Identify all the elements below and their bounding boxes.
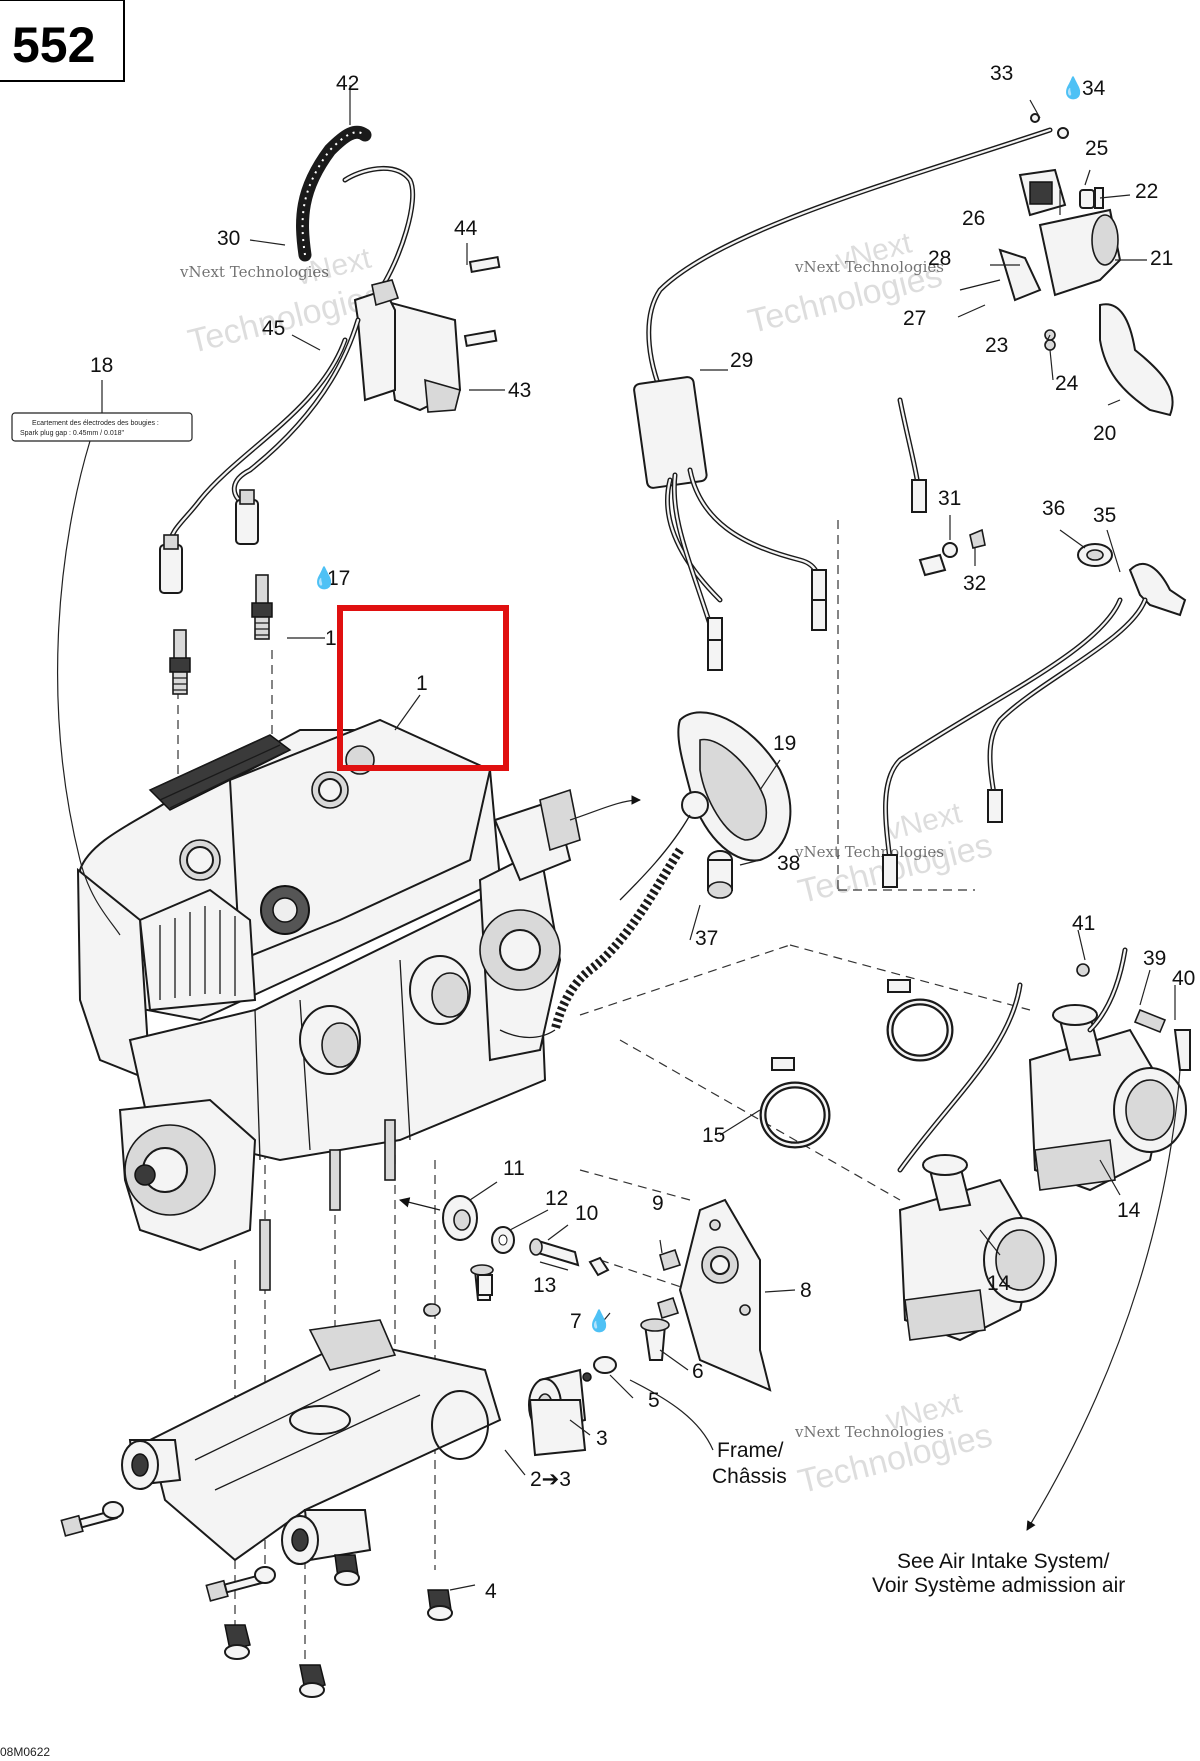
callout-14b: 14 [1117, 1199, 1141, 1222]
drop-icon-17: 💧 [311, 565, 337, 590]
throttle-cable-29 [633, 127, 1053, 671]
decal-leader [57, 440, 641, 936]
callout-44: 44 [454, 217, 478, 240]
callout-12: 12 [545, 1187, 568, 1210]
callout-18: 18 [90, 354, 113, 377]
callout-8: 8 [800, 1279, 812, 1302]
callout-24: 24 [1055, 372, 1079, 395]
guide-38 [707, 850, 733, 899]
ignition-coil-43 [353, 255, 501, 413]
callout-32: 32 [963, 572, 986, 595]
throttle-housing-group [959, 113, 1174, 417]
watermark-small: vNext Technologies [179, 263, 329, 281]
air-intake-leader [1026, 1069, 1181, 1531]
spark-plugs-17 [169, 574, 273, 695]
callout-22: 22 [1135, 180, 1158, 203]
callout-40: 40 [1172, 967, 1195, 990]
callout-29: 29 [730, 349, 753, 372]
callout-25: 25 [1085, 137, 1108, 160]
svg-text:Spark plug gap : 0.45mm / 0.01: Spark plug gap : 0.45mm / 0.018" [20, 430, 125, 437]
spark-plug-leads [159, 317, 361, 594]
carburetors-14 [897, 947, 1191, 1342]
callout-23: 23 [985, 334, 1008, 357]
callout-35-visible: 35 [1093, 504, 1116, 527]
callout-14a: 14 [987, 1272, 1011, 1295]
svg-text:Voir Système admission air: Voir Système admission air [872, 1574, 1125, 1597]
callout-3: 3 [596, 1427, 608, 1450]
callout-9: 9 [652, 1192, 664, 1215]
callout-2: 2➔3 [530, 1468, 571, 1491]
callout-30: 30 [217, 227, 240, 250]
callout-numbers: 42 30 44 45 43 18 17 💧 1 1 19 38 37 33 💧… [90, 62, 1195, 1603]
callout-39: 39 [1143, 947, 1166, 970]
svg-text:Frame/: Frame/ [717, 1439, 784, 1462]
frame-note: Frame/ Châssis [712, 1439, 787, 1488]
callout-27: 27 [903, 307, 926, 330]
callout-5: 5 [648, 1389, 660, 1412]
coil-wire-42 [296, 125, 416, 293]
callout-34: 34 [1082, 77, 1106, 100]
callout-6: 6 [692, 1360, 704, 1383]
callout-leaders [101, 85, 1176, 1591]
watermark-small: vNext Technologies [794, 843, 944, 861]
drop-icon-34: 💧 [1060, 75, 1086, 100]
hardware-10-13 [398, 1195, 610, 1277]
rewind-starter-handle-19 [619, 711, 792, 901]
air-intake-note: See Air Intake System/ Voir Système admi… [872, 1550, 1125, 1597]
callout-1a: 1 [416, 672, 428, 695]
callout-15: 15 [702, 1124, 725, 1147]
starter-rope-37 [499, 847, 684, 1039]
callout-10: 10 [575, 1202, 598, 1225]
page-number-box: 552 [0, 0, 125, 82]
callout-21: 21 [1150, 247, 1173, 270]
svg-text:Ecartement des électrodes des: Ecartement des électrodes des bougies : [32, 420, 159, 427]
mount-bolts-nuts-4 [60, 1274, 493, 1698]
drop-icon-7: 💧 [586, 1308, 612, 1333]
callout-36: 36 [1042, 497, 1065, 520]
callout-17: 17 [327, 567, 350, 590]
watermark-small: vNext Technologies [794, 258, 944, 276]
engine-block [76, 718, 581, 1291]
callout-4: 4 [485, 1580, 497, 1603]
callout-41: 41 [1072, 912, 1095, 935]
engine-support-2 [121, 1319, 587, 1565]
callout-20: 20 [1093, 422, 1116, 445]
decal-18: Ecartement des électrodes des bougies : … [11, 412, 193, 442]
callout-37: 37 [695, 927, 718, 950]
callout-19: 19 [773, 732, 796, 755]
highlight-box [337, 605, 509, 771]
callout-43: 43 [508, 379, 531, 402]
support-bracket-8 [657, 1198, 772, 1392]
watermark-small: vNext Technologies [794, 1423, 944, 1441]
callout-31: 31 [938, 487, 961, 510]
svg-text:See Air Intake System/: See Air Intake System/ [897, 1550, 1110, 1573]
callout-1b: 1 [325, 627, 337, 650]
callout-33: 33 [990, 62, 1013, 85]
callout-13: 13 [533, 1274, 556, 1297]
callout-38: 38 [777, 852, 800, 875]
callout-7: 7 [570, 1310, 582, 1333]
svg-text:Châssis: Châssis [712, 1465, 787, 1488]
callout-28: 28 [928, 247, 951, 270]
page-number: 552 [12, 17, 95, 73]
callout-45: 45 [262, 317, 285, 340]
callout-26: 26 [962, 207, 985, 230]
callout-11: 11 [503, 1157, 525, 1180]
drawing-code: 08M0622 [0, 1745, 50, 1759]
parts-31-32-35-36 [882, 528, 1187, 888]
carburetor-clamps-15 [759, 979, 954, 1149]
callout-42: 42 [336, 72, 359, 95]
